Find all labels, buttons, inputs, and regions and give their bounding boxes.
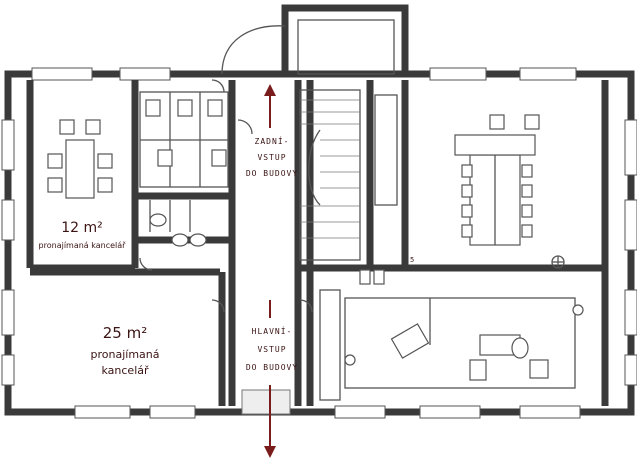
toilet-icon bbox=[177, 99, 193, 117]
doors bbox=[139, 79, 313, 313]
toilet-icon bbox=[211, 149, 227, 167]
windows bbox=[1, 67, 637, 419]
office-large-label-line2: kancelář bbox=[101, 364, 149, 377]
entrance-floor bbox=[241, 389, 291, 415]
office-small-area: 12 m² bbox=[61, 220, 103, 236]
toilet-icon bbox=[207, 99, 223, 117]
rear-entrance-line1: ZADNÍ- bbox=[255, 135, 290, 146]
open-office-furniture bbox=[319, 269, 584, 401]
chair-icon bbox=[461, 204, 473, 218]
main-entrance-line1: HLAVNÍ- bbox=[252, 325, 293, 336]
rear-annex-room bbox=[297, 19, 395, 75]
entrance-labels: ZADNÍ- VSTUP DO BUDOVY HLAVNÍ- VSTUP DO … bbox=[246, 135, 298, 372]
rear-entrance-line2: VSTUP bbox=[257, 153, 286, 162]
chair-icon bbox=[489, 114, 505, 130]
office-large-label-line1: pronajímaná bbox=[91, 348, 160, 361]
arrow-up-icon bbox=[264, 84, 276, 96]
sink-icon bbox=[149, 213, 167, 227]
chair-icon bbox=[461, 164, 473, 178]
chair-icon bbox=[97, 177, 113, 193]
restroom-block bbox=[139, 91, 229, 247]
meeting-table-small bbox=[47, 119, 113, 199]
conference-table: 5 bbox=[410, 114, 565, 269]
sink-icon bbox=[171, 233, 189, 247]
chair-icon bbox=[47, 153, 63, 169]
arrow-down-icon bbox=[264, 446, 276, 458]
chair-icon bbox=[97, 153, 113, 169]
chair-icon bbox=[85, 119, 101, 135]
rear-entrance-line3: DO BUDOVY bbox=[246, 169, 298, 178]
chair-icon bbox=[521, 164, 533, 178]
chair-icon bbox=[521, 224, 533, 238]
sink-icon bbox=[189, 233, 207, 247]
entrance-arrows bbox=[264, 84, 276, 458]
chair-icon bbox=[461, 184, 473, 198]
chair-icon bbox=[521, 204, 533, 218]
toilet-icon bbox=[145, 99, 161, 117]
chair-icon bbox=[47, 177, 63, 193]
interior-walls bbox=[26, 80, 609, 406]
main-entrance-line3: DO BUDOVY bbox=[246, 363, 298, 372]
staircase bbox=[299, 89, 398, 261]
chair-icon bbox=[521, 184, 533, 198]
office-large-area: 25 m² bbox=[103, 324, 147, 342]
room-number: 5 bbox=[410, 256, 415, 264]
chair-icon bbox=[524, 114, 540, 130]
main-entrance-line2: VSTUP bbox=[257, 345, 286, 354]
toilet-icon bbox=[157, 149, 173, 167]
room-labels: 12 m² pronajímaná kancelář 25 m² pronají… bbox=[39, 220, 160, 377]
chair-icon bbox=[59, 119, 75, 135]
chair-icon bbox=[461, 224, 473, 238]
office-small-label: pronajímaná kancelář bbox=[39, 241, 127, 250]
